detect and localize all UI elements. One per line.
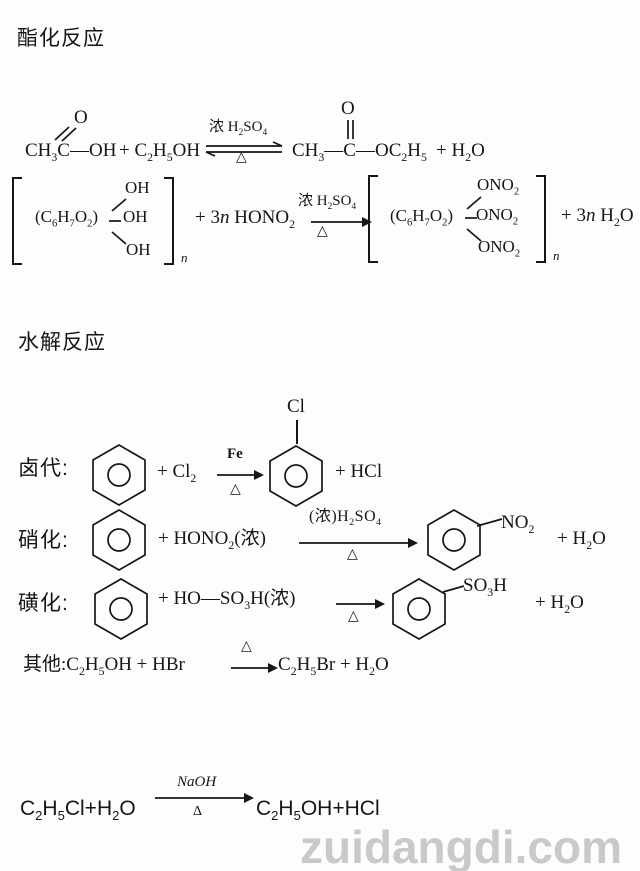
sulfo-substituent: SO3H [463, 575, 507, 599]
ethyl-acetate-formula: CH3—C—OC2H5 [292, 140, 427, 164]
hydroxyl-mid: OH [123, 207, 148, 226]
condition-conc-h2so4: 浓 H2SO4 [298, 193, 357, 212]
bond-down-icon [111, 231, 127, 245]
row-label-halogenation: 卤代: [18, 457, 69, 480]
section-title-esterification: 酯化反应 [17, 27, 105, 50]
substituent-bond-icon [442, 585, 465, 593]
plus-ethanol: + C2H5OH [119, 140, 201, 164]
nitrate-top: ONO2 [477, 175, 520, 198]
plus-water: + H2O [557, 528, 606, 552]
nitrate-mid: ONO2 [476, 205, 519, 228]
benzene-ring [94, 578, 148, 640]
bond-mid-icon [109, 220, 121, 222]
benzene-ring [427, 509, 481, 571]
substituent-bond-icon [476, 518, 503, 527]
right-arrow-icon [155, 793, 254, 803]
left-bracket [12, 177, 22, 265]
other-products: C2H5Br + H2O [278, 654, 389, 678]
right-arrow-icon [336, 599, 385, 609]
watermark: zuidangdi.com [300, 821, 622, 871]
benzene-ring [92, 444, 146, 506]
plus-water: + 3n H2O [561, 205, 634, 229]
right-arrow-icon [217, 470, 264, 480]
condition-conc-h2so4: (浓)H2SO4 [309, 508, 382, 529]
plus-water: + H2O [436, 140, 485, 164]
double-bond-vertical-icon [347, 120, 354, 139]
section-title-hydrolysis: 水解反应 [18, 331, 106, 354]
carbonyl-oxygen-left: O [74, 107, 88, 128]
hydroxyl-top: OH [125, 178, 150, 197]
right-arrow-icon [231, 663, 278, 673]
bond-up-icon [111, 198, 127, 212]
condition-heat-icon: △ [317, 224, 328, 239]
benzene-ring [92, 509, 146, 571]
row-label-nitration: 硝化: [18, 529, 69, 552]
condition-heat-icon: △ [230, 482, 241, 497]
equilibrium-arrow-icon [205, 141, 283, 157]
condition-fe-catalyst: Fe [227, 446, 243, 462]
benzene-ring [269, 445, 323, 507]
chloro-substituent: Cl [287, 396, 305, 417]
plus-hcl: + HCl [335, 461, 383, 482]
right-arrow-icon [299, 538, 418, 548]
bond-mid-icon [465, 217, 477, 219]
condition-heat-icon: Δ [193, 804, 203, 819]
nitro-substituent: NO2 [501, 512, 535, 536]
substituent-bond [296, 420, 298, 444]
nitrate-bottom: ONO2 [478, 237, 521, 260]
left-bracket [368, 175, 378, 263]
right-bracket [536, 175, 546, 263]
hydrolysis-reactants: C2H5Cl+H2O [20, 797, 136, 824]
benzene-ring [392, 578, 446, 640]
polymer-subscript-n: n [553, 248, 560, 263]
bond-up-icon [466, 196, 482, 210]
condition-heat-icon: △ [241, 639, 252, 654]
right-arrow-icon [311, 217, 372, 227]
hydroxyl-bottom: OH [126, 240, 151, 259]
carbonyl-oxygen-right: O [341, 98, 355, 119]
plus-sulfuric-acid: + HO—SO3H(浓) [158, 588, 296, 612]
condition-heat-icon: △ [236, 150, 247, 165]
condition-conc-h2so4: 浓 H2SO4 [209, 119, 268, 138]
plus-nitric-acid: + HONO2(浓) [158, 528, 266, 552]
cellulose-core: (C6H7O2) [390, 206, 454, 229]
plus-chlorine: + Cl2 [157, 461, 197, 485]
hydrolysis-products: C2H5OH+HCl [256, 797, 380, 824]
polymer-subscript-n: n [181, 250, 188, 265]
other-reactants: 其他:C2H5OH + HBr [23, 654, 185, 678]
condition-naoh: NaOH [177, 774, 217, 790]
bond-down-icon [466, 228, 482, 242]
cellulose-core: (C6H7O2) [35, 207, 99, 230]
condition-heat-icon: △ [347, 547, 358, 562]
row-label-sulfonation: 磺化: [18, 592, 69, 615]
condition-heat-icon: △ [348, 609, 359, 624]
plus-nitric-acid: + 3n HONO2 [195, 207, 295, 231]
acetic-acid-formula: CH3C—OH [25, 140, 117, 164]
plus-water: + H2O [535, 592, 584, 616]
double-bond-diagonal-icon [54, 126, 77, 142]
right-bracket [164, 177, 174, 265]
